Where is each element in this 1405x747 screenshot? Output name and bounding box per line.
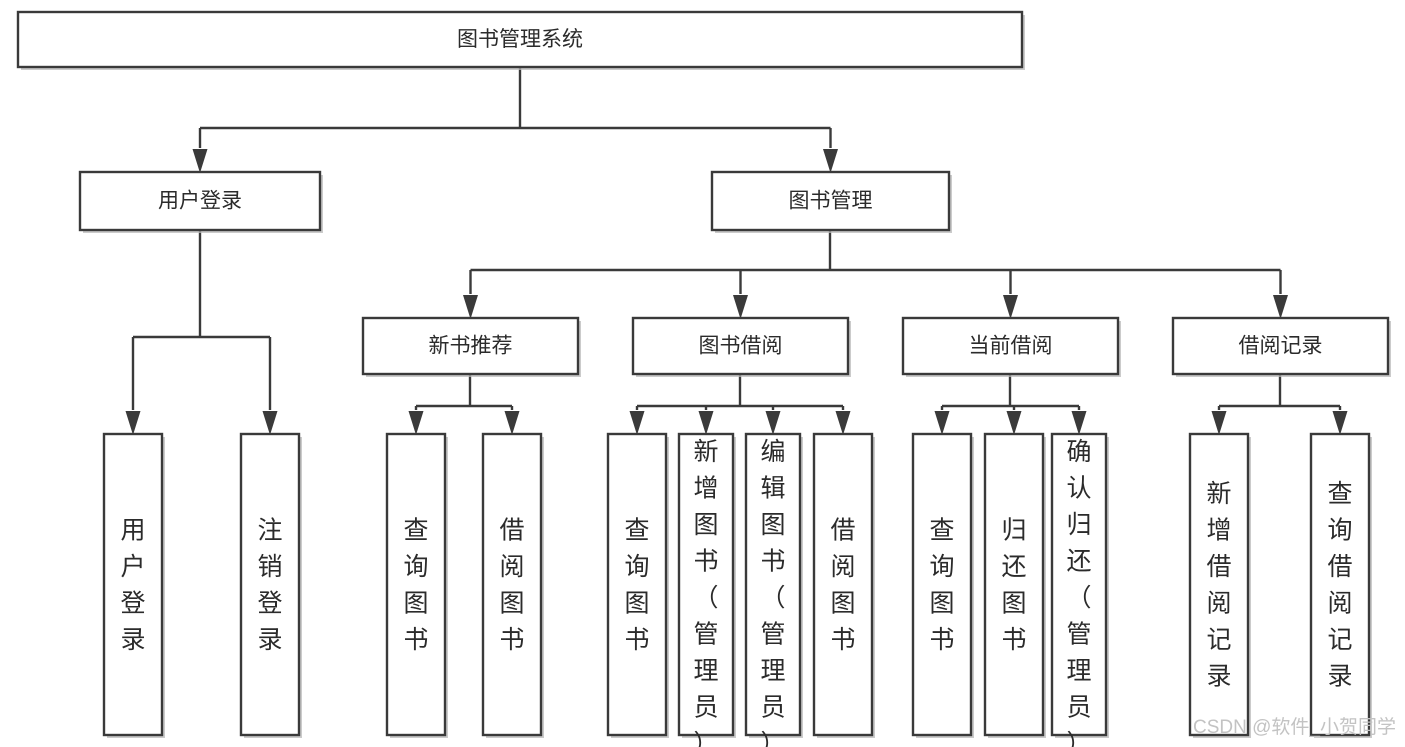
connector-book-management-to-level2-bus [463,230,1288,319]
node-book-management[interactable]: 图书管理 [710,170,952,233]
node-leaf-add-book-admin[interactable]: 新增图书（管理员） [677,432,736,747]
node-label: 查询图书 [403,516,428,654]
node-box [385,432,447,737]
node-label: 新增借阅记录 [1206,480,1231,691]
csdn-watermark: CSDN @软件_小贺同学 [1193,716,1396,738]
node-label: 用户登录 [120,516,145,654]
node-label: 查询图书 [624,516,649,654]
node-new-book-recommend[interactable]: 新书推荐 [361,316,581,377]
node-box [901,316,1120,376]
node-label: 用户登录 [158,190,242,213]
node-leaf-user-login[interactable]: 用户登录 [102,432,165,738]
node-label: 当前借阅 [969,335,1053,358]
node-box [1188,432,1250,737]
node-box [481,432,543,737]
node-box [911,432,973,737]
node-label: 借阅记录 [1239,335,1323,358]
connector-root-to-level1-bus [192,67,838,173]
node-label: 注销登录 [257,516,282,654]
node-label: 编辑图书（管理员） [760,438,785,747]
node-box [812,432,874,737]
node-label: 借阅图书 [830,516,855,654]
node-box [606,432,668,737]
node-leaf-query-book-current[interactable]: 查询图书 [911,432,974,738]
node-box [1050,432,1108,737]
connector-book-borrow-to-leaves-bus [629,374,851,435]
connector-new-book-recommend-to-leaves-bus [408,374,520,435]
connector-layer [125,67,1348,435]
node-book-borrow[interactable]: 图书借阅 [631,316,851,377]
node-box [239,432,301,737]
node-current-borrow[interactable]: 当前借阅 [901,316,1121,377]
node-label: 新增图书（管理员） [693,438,718,747]
node-box [744,432,802,737]
node-label: 查询图书 [929,516,954,654]
node-label: 借阅图书 [499,516,524,654]
node-leaf-user-logout[interactable]: 注销登录 [239,432,302,738]
node-label: 图书借阅 [699,335,783,358]
node-leaf-query-borrow-record[interactable]: 查询借阅记录 [1309,432,1372,738]
node-leaf-return-book[interactable]: 归还图书 [983,432,1046,738]
node-label: 新书推荐 [429,335,513,358]
node-box [102,432,164,737]
node-layer: 图书管理系统用户登录图书管理新书推荐图书借阅当前借阅借阅记录用户登录注销登录查询… [16,10,1391,747]
node-box [1309,432,1371,737]
node-label: 归还图书 [1001,516,1026,654]
connector-current-borrow-to-leaves-bus [934,374,1087,435]
node-box [677,432,735,737]
node-box [631,316,850,376]
node-leaf-query-book-recommend[interactable]: 查询图书 [385,432,448,738]
node-box [16,10,1024,69]
node-label: 图书管理 [789,190,873,213]
node-box [710,170,951,232]
node-box [1171,316,1390,376]
node-label: 图书管理系统 [457,28,583,51]
node-user-login[interactable]: 用户登录 [78,170,323,233]
node-leaf-confirm-return-admin[interactable]: 确认归还（管理员） [1050,432,1109,747]
node-box [78,170,322,232]
connector-user-login-to-leaves-bus [125,230,278,435]
node-label: 确认归还（管理员） [1066,438,1091,747]
node-root[interactable]: 图书管理系统 [16,10,1025,70]
connector-borrow-record-to-leaves-bus [1211,374,1348,435]
node-leaf-borrow-book-recommend[interactable]: 借阅图书 [481,432,544,738]
node-box [361,316,580,376]
node-leaf-borrow-book[interactable]: 借阅图书 [812,432,875,738]
node-label: 查询借阅记录 [1327,480,1352,691]
node-leaf-add-borrow-record[interactable]: 新增借阅记录 [1188,432,1251,738]
node-borrow-record[interactable]: 借阅记录 [1171,316,1391,377]
node-box [983,432,1045,737]
node-leaf-edit-book-admin[interactable]: 编辑图书（管理员） [744,432,803,747]
node-leaf-query-book-borrow[interactable]: 查询图书 [606,432,669,738]
